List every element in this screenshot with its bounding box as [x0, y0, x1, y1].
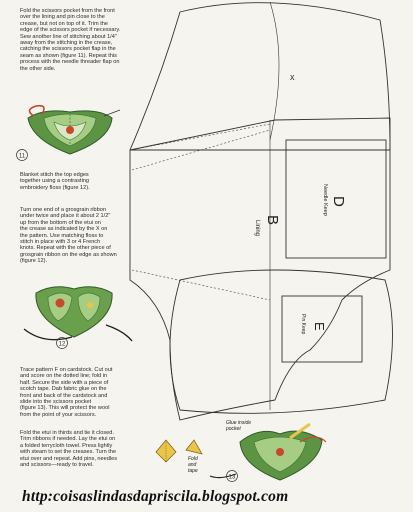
x-mark: x: [290, 72, 295, 82]
instruction-step-5: Fold the etui in thirds and tie it close…: [20, 430, 118, 469]
figure-12-number: 12: [59, 342, 66, 348]
pattern-pieces: x B Lining D Needle Keep E Pin Keep: [129, 1, 393, 421]
figure-12-illustration: 12: [23, 286, 133, 349]
instruction-step-2: Blanket stitch the top edges together us…: [20, 172, 90, 191]
piece-b-letter: B: [264, 215, 281, 225]
figure-11-illustration: 11: [16, 104, 121, 161]
piece-d-letter: D: [330, 196, 347, 207]
instruction-step-1: Fold the scissors pocket from the front …: [20, 8, 121, 72]
watermark-url: http:coisaslindasdapriscila.blogspot.com: [22, 488, 289, 505]
piece-e-letter: E: [312, 322, 327, 331]
piece-e-label: Pin Keep: [300, 314, 306, 335]
figure-11-number: 11: [19, 154, 26, 160]
piece-b-label: Lining: [254, 220, 260, 236]
piece-d-label: Needle Keep: [322, 184, 328, 216]
instruction-step-4: Trace pattern F on cardstock. Cut out an…: [20, 367, 113, 418]
instruction-step-3: Turn one end of a grosgrain ribbon under…: [20, 207, 117, 265]
figure-13-number: 13: [229, 475, 236, 481]
